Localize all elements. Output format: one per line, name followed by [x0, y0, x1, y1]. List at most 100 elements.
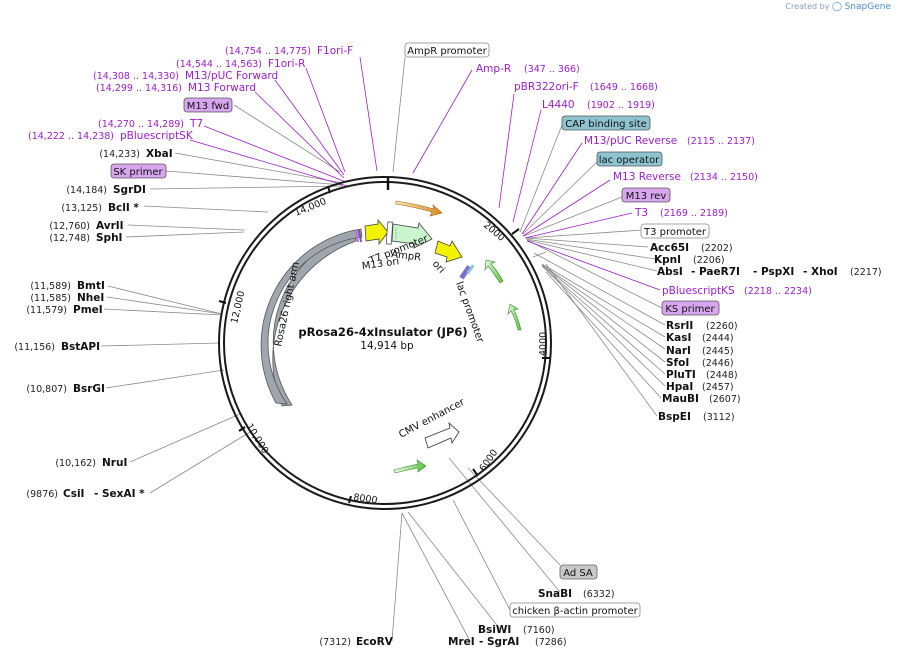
- m13-fwd-box: M13 fwd: [187, 101, 229, 112]
- svg-text:-: -: [691, 266, 695, 278]
- site-pos: (11,156): [14, 342, 55, 353]
- tick-2000: 2000: [481, 220, 507, 244]
- site-pos: (2607): [709, 394, 741, 405]
- tick-10000: 10,000: [243, 422, 270, 456]
- site-pos: (10,807): [26, 384, 67, 395]
- primer-m13-reverse: M13 Reverse: [613, 171, 681, 183]
- sites-right: Acc65I (2202) KpnI (2206) AbsI - PaeR7I …: [650, 242, 882, 423]
- primer-m13-forward: M13 Forward: [188, 82, 256, 94]
- ampr-promoter-box: AmpR promoter: [407, 46, 487, 57]
- credit-brand: SnapGene: [844, 2, 891, 12]
- site-sfoi: SfoI: [666, 357, 689, 369]
- site-sexai: SexAI *: [102, 488, 145, 500]
- site-bsrgi: BsrGI: [73, 383, 105, 395]
- m13-rev-box: M13 rev: [626, 191, 667, 202]
- site-snabi: SnaBI: [538, 588, 572, 600]
- site-pos: (14,233): [99, 149, 140, 160]
- site-pos: (11,585): [30, 293, 71, 304]
- cap-binding-box: CAP binding site: [565, 119, 647, 130]
- sk-primer-box: SK primer: [113, 167, 163, 178]
- site-nhei: NheI: [77, 292, 104, 304]
- primer-t3: T3: [634, 207, 648, 219]
- site-nari: NarI: [666, 345, 691, 357]
- site-kpni: KpnI: [654, 254, 681, 266]
- primer-leaders: [189, 56, 661, 291]
- site-sgrdi: SgrDI: [113, 184, 146, 196]
- site-pmei: PmeI: [73, 304, 103, 316]
- site-xbai: XbaI: [146, 148, 173, 160]
- ad-sa-box: Ad SA: [563, 568, 593, 579]
- site-rsrii: RsrII: [666, 320, 693, 332]
- site-sgrai: SgrAI: [487, 636, 519, 648]
- ks-primer-box: KS primer: [665, 304, 715, 315]
- site-pos: (13,125): [61, 203, 102, 214]
- primer-pos: (14,544 .. 14,563): [176, 59, 262, 70]
- site-acc65i: Acc65I: [650, 242, 689, 254]
- primer-pos: (1649 .. 1668): [590, 82, 658, 93]
- tick-4000: 4000: [538, 332, 549, 356]
- site-pos: (2444): [702, 333, 734, 344]
- primer-pbluescriptsk: pBluescriptSK: [120, 130, 194, 142]
- primer-pos: (347 .. 366): [524, 64, 580, 75]
- site-kasi: KasI: [666, 332, 691, 344]
- site-pos: (2457): [702, 382, 734, 393]
- site-avrii: AvrII: [96, 220, 124, 232]
- primer-amp-r: Amp-R: [476, 63, 511, 75]
- t3-promoter-box: T3 promoter: [643, 227, 707, 238]
- green-arrow-3: [393, 459, 427, 474]
- snapgene-credit: Created by ◯ SnapGene: [785, 2, 891, 12]
- site-pos: (7312): [319, 637, 351, 648]
- sites-bottom: SnaBI (6332) BsiWI (7160) MreI - SgrAI (…: [319, 588, 614, 648]
- site-mrei: MreI: [448, 636, 475, 648]
- sites-left: (14,233) XbaI (14,184) SgrDI (13,125) Bc…: [14, 148, 172, 500]
- site-pluti: PluTI: [666, 369, 696, 381]
- plasmid-length: 14,914 bp: [360, 340, 414, 352]
- primer-f1ori-f: F1ori-F: [317, 45, 353, 57]
- boxed-labels: AmpR promoter CAP binding site lac opera…: [110, 42, 720, 618]
- site-sphi: SphI: [96, 232, 122, 244]
- site-pos: (2445): [702, 346, 734, 357]
- primer-pos: (2115 .. 2137): [687, 136, 755, 147]
- site-pos: (12,748): [49, 233, 90, 244]
- svg-text:-: -: [803, 266, 807, 278]
- site-pos: (2260): [706, 321, 738, 332]
- site-pos: (12,760): [49, 221, 90, 232]
- site-pos: (14,184): [66, 185, 107, 196]
- site-bstapi: BstAPI: [61, 341, 100, 353]
- primer-m13puc-reverse: M13/pUC Reverse: [584, 135, 677, 147]
- site-pos: (3112): [703, 412, 735, 423]
- svg-text:-: -: [753, 266, 757, 278]
- site-pos: (9876): [26, 489, 58, 500]
- primer-pos: (14,270 .. 14,289): [98, 119, 184, 130]
- site-pos: (6332): [583, 589, 615, 600]
- primers-right: Amp-R (347 .. 366) pBR322ori-F (1649 .. …: [476, 63, 812, 297]
- primer-t7: T7: [189, 118, 203, 130]
- site-bspei: BspEI: [658, 411, 691, 423]
- site-absi: AbsI: [657, 266, 683, 278]
- site-bsiwi: BsiWI: [478, 624, 511, 636]
- site-pos: (2217): [850, 267, 882, 278]
- orange-feature-arrow: [395, 200, 443, 217]
- site-paer7i: PaeR7I: [699, 266, 740, 278]
- m13ori-label: M13 ori: [361, 256, 400, 272]
- site-csii: CsiI: [63, 488, 84, 500]
- primer-pos: (14,754 .. 14,775): [225, 46, 311, 57]
- green-arrow-1: [484, 259, 504, 284]
- site-hpai: HpaI: [666, 381, 693, 393]
- site-pos: (7286): [535, 637, 567, 648]
- snapgene-logo-icon: ◯: [831, 2, 843, 12]
- site-maubi: MauBI: [662, 393, 699, 405]
- ampr-label: AmpR: [391, 249, 422, 264]
- site-bmti: BmtI: [77, 280, 105, 292]
- primer-f1ori-r: F1ori-R: [268, 58, 305, 70]
- site-pos: (2206): [693, 255, 725, 266]
- tick-8000: 8000: [353, 492, 378, 506]
- ampr-arrow: [391, 222, 433, 249]
- site-xhoi: XhoI: [811, 266, 838, 278]
- m13ori-arrow: [364, 218, 389, 246]
- primer-pos: (14,299 .. 14,316): [96, 83, 182, 94]
- primer-pos: (2218 .. 2234): [744, 286, 812, 297]
- site-pos: (2448): [706, 370, 738, 381]
- svg-text:-: -: [479, 636, 483, 648]
